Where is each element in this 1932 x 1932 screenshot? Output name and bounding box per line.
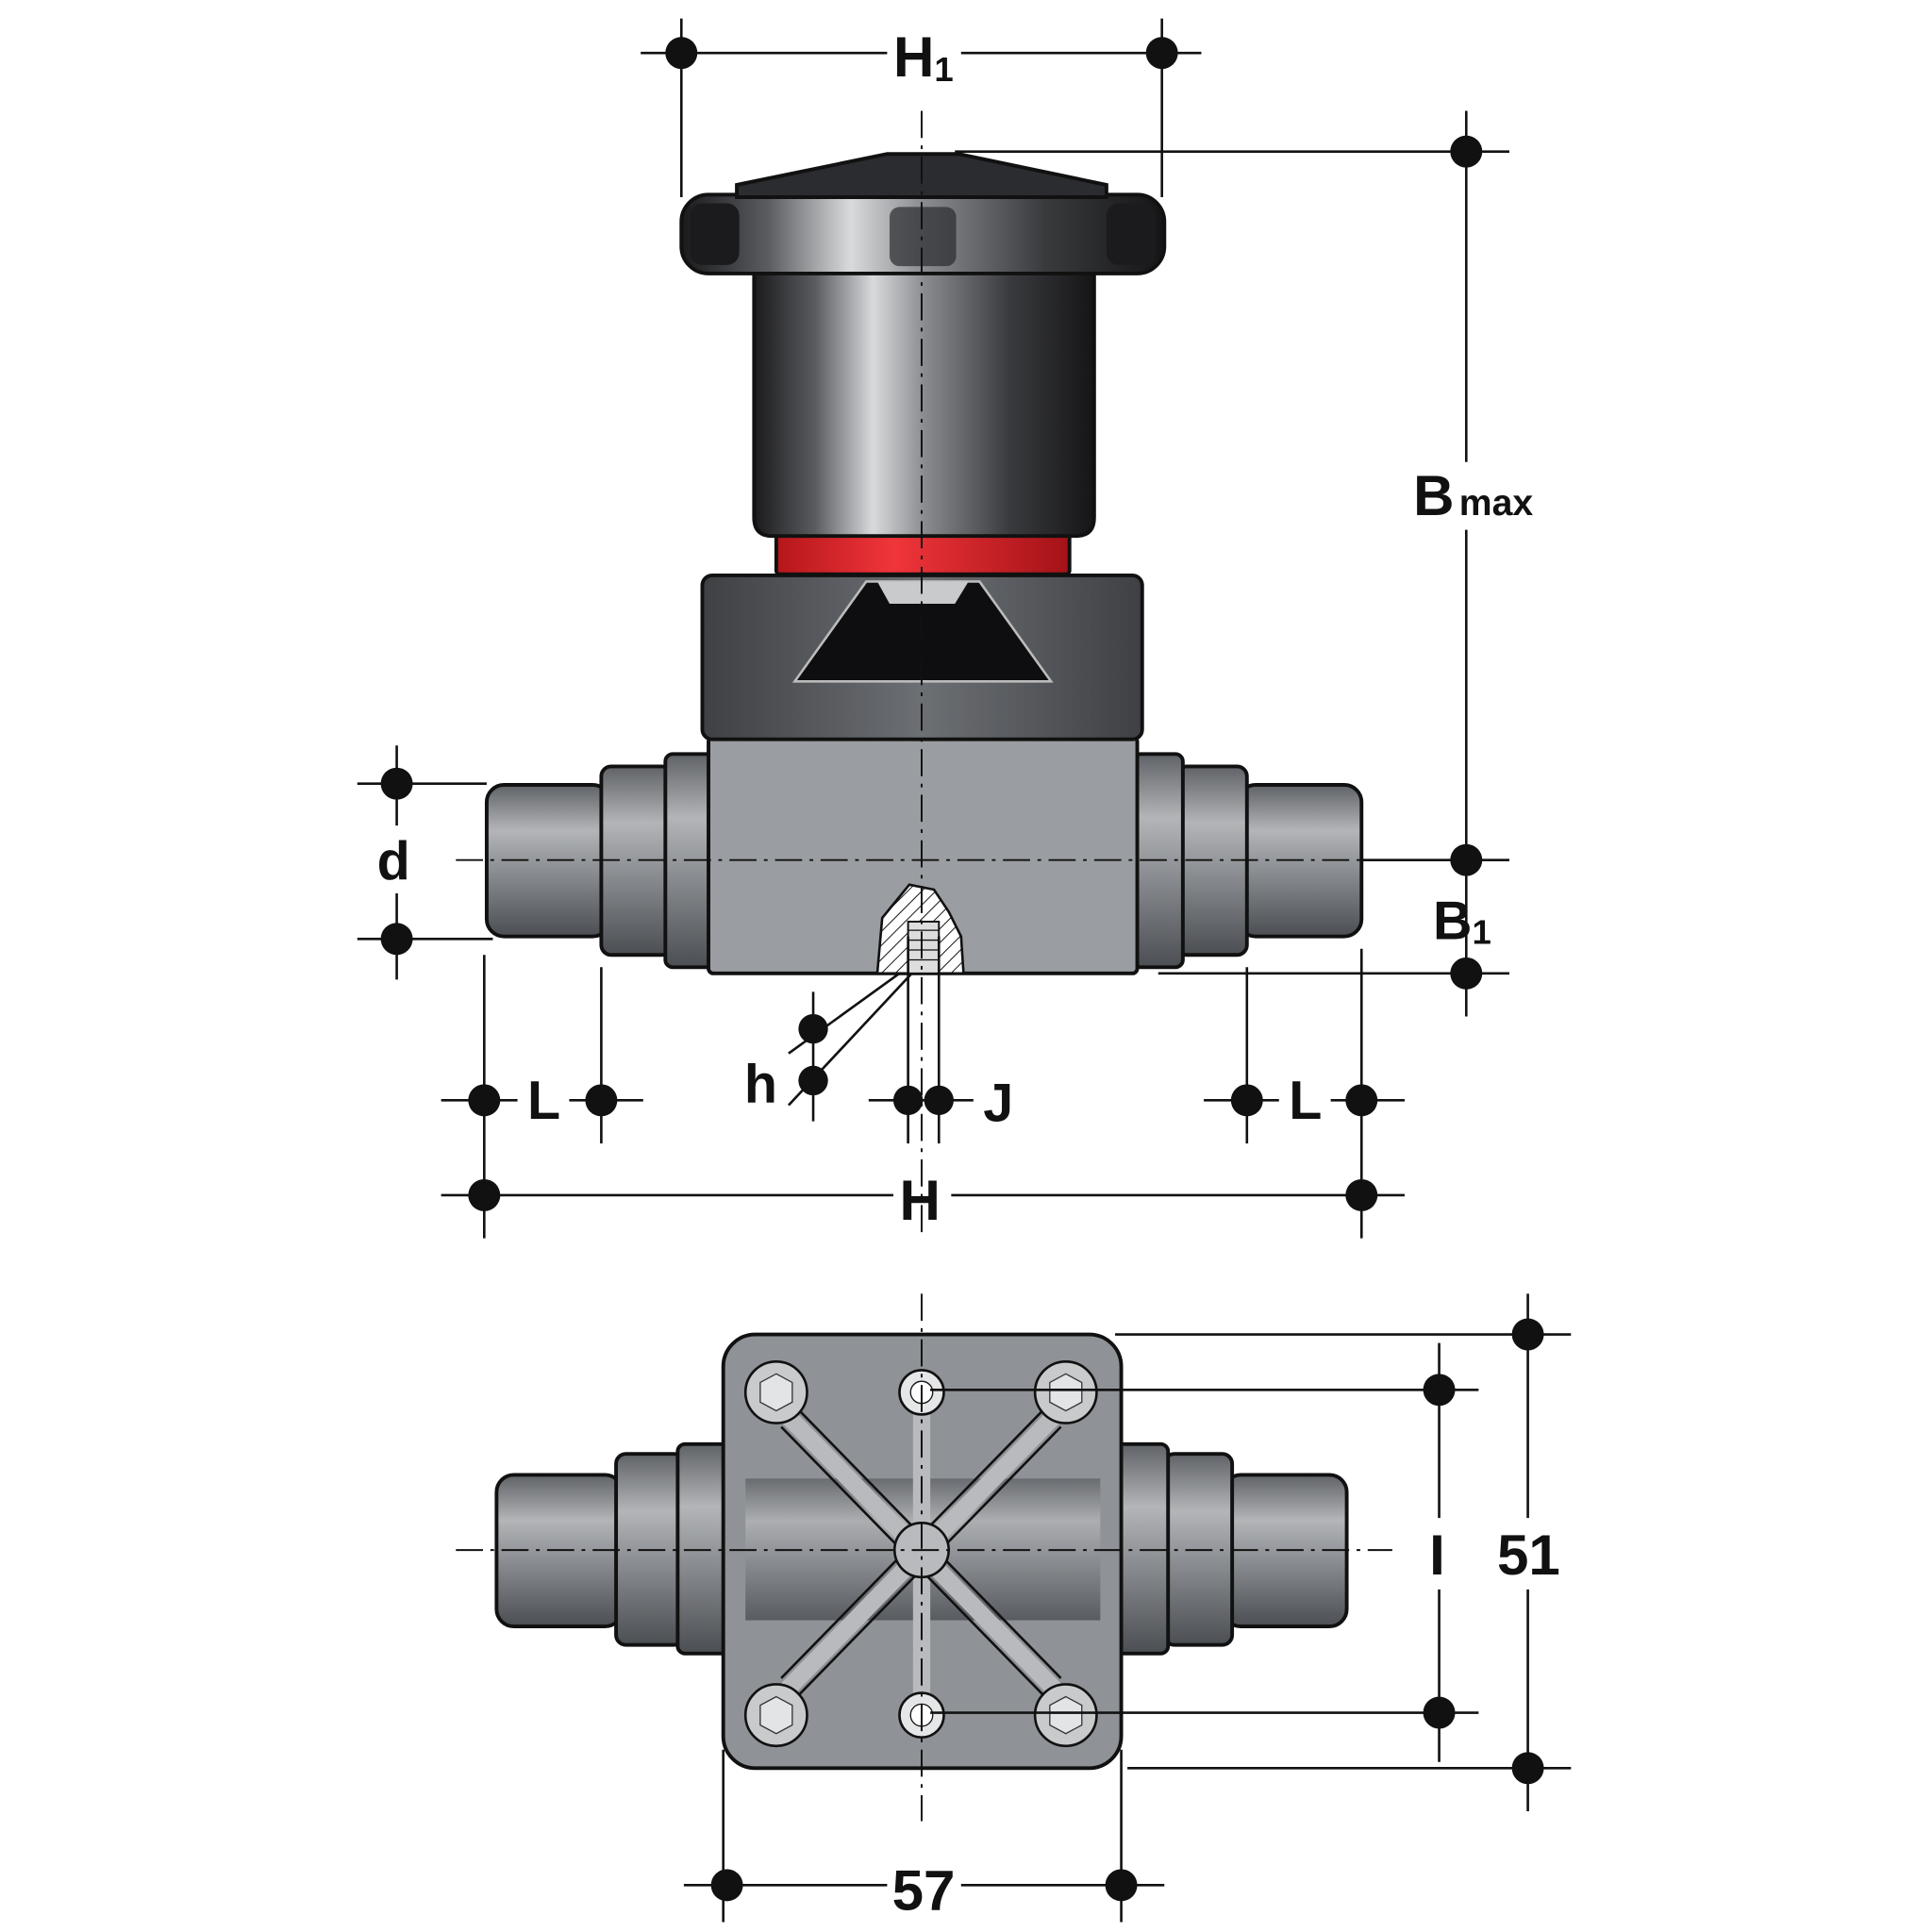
dimension-B1: B1 [1158,891,1509,990]
bolt-head-icon [1033,1683,1098,1748]
dimension-L-right: L [1204,948,1405,1239]
svg-text:I: I [1429,1524,1445,1587]
svg-text:57: 57 [892,1858,956,1922]
svg-text:L: L [1289,1071,1322,1131]
svg-text:L: L [527,1071,560,1131]
bottom-view: I 51 57 [456,1293,1572,1923]
dimension-I: I [930,1342,1479,1762]
dimension-h: h [744,972,913,1122]
dimension-d: d [357,745,493,980]
dimension-H: H [441,1169,1405,1232]
svg-text:h: h [744,1055,777,1115]
svg-text:H: H [899,1169,940,1232]
pipe-collar-right [1114,1441,1171,1656]
bonnet-cylinder [752,262,1096,539]
svg-text:B1: B1 [1433,891,1491,951]
svg-text:d: d [377,832,410,892]
svg-text:51: 51 [1497,1524,1560,1587]
dimension-H1: H1 [641,18,1202,197]
bolt-head-icon [1033,1359,1098,1424]
dimension-57: 57 [683,1749,1165,1923]
dimension-51: 51 [1115,1293,1572,1811]
diaphragm-cavity [791,580,1054,683]
dimension-J: J [868,936,1013,1144]
threaded-insert [907,920,941,974]
indicator-ring [774,530,1072,576]
svg-text:H1: H1 [893,25,954,89]
svg-text:J: J [983,1074,1013,1134]
bolt-head-icon [743,1359,808,1424]
bolt-head-icon [743,1683,808,1748]
